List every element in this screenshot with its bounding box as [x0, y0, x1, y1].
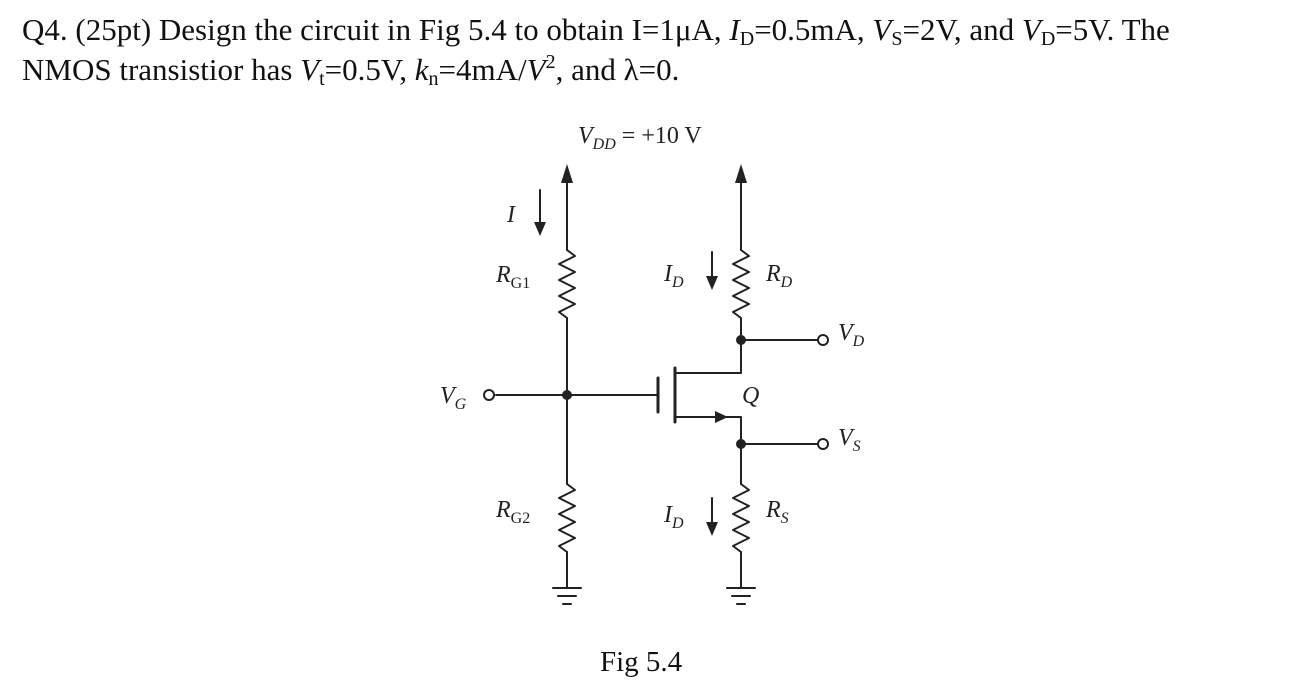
line2-prefix: NMOS transistior has	[22, 52, 301, 87]
drain-stub	[674, 339, 742, 374]
rs-symbol: R	[765, 497, 781, 523]
rg2-subscript: G2	[511, 510, 531, 527]
current-i-label: I	[506, 202, 516, 228]
junction-gate	[562, 390, 572, 400]
rs-label: RS	[765, 497, 789, 527]
figure-caption: Fig 5.4	[600, 646, 683, 678]
terminal-vg	[483, 389, 495, 401]
vdd-value: = +10 V	[616, 123, 703, 149]
question-prefix: Q4. (25pt) Design the circuit in Fig 5.4…	[22, 12, 730, 47]
vd-subscript: D	[1040, 28, 1056, 50]
rg2-label: RG2	[495, 497, 530, 527]
current-arrow-id-bottom-head	[706, 522, 718, 536]
vs-value: =2V, and	[902, 12, 1022, 47]
id-bottom-label: ID	[663, 502, 684, 532]
rs-subscript: S	[781, 510, 789, 527]
vd-subscript: D	[852, 333, 865, 350]
rg1-label: RG1	[495, 262, 530, 292]
question-tail: , and λ=0.	[555, 52, 680, 87]
id-top-label: ID	[663, 261, 684, 291]
source-arrow	[715, 411, 728, 423]
vd-value: =5V. The	[1055, 12, 1170, 47]
junction-source	[736, 439, 746, 449]
id-bottom-subscript: D	[671, 515, 684, 532]
current-arrow-id-top-head	[706, 276, 718, 290]
rd-subscript: D	[780, 274, 793, 291]
rg1-symbol: R	[495, 262, 511, 288]
id-symbol: I	[729, 12, 740, 47]
vd-label: VD	[838, 320, 865, 350]
vs-label: VS	[838, 425, 861, 455]
vdd-symbol: V	[578, 123, 595, 149]
problem-statement: Q4. (25pt) Design the circuit in Fig 5.4…	[22, 10, 1272, 90]
resistor-rd-symbol	[732, 249, 750, 319]
vdd-label: VDD = +10 V	[578, 123, 702, 153]
kn-unit-symbol: V	[526, 52, 546, 87]
vd-symbol: V	[1021, 12, 1041, 47]
resistor-rs-symbol	[732, 483, 750, 553]
vs-subscript: S	[853, 438, 861, 455]
vs-subscript: S	[891, 28, 903, 50]
source-stub	[674, 416, 742, 445]
rd-label: RD	[765, 261, 793, 291]
junction-drain	[736, 335, 746, 345]
rd-symbol: R	[765, 261, 781, 287]
kn-subscript: n	[428, 68, 439, 90]
transistor-q-label: Q	[742, 383, 759, 409]
vs-symbol: V	[872, 12, 892, 47]
resistor-rg2-symbol	[558, 483, 576, 553]
kn-symbol: k	[414, 52, 429, 87]
vt-subscript: t	[319, 68, 325, 90]
id-top-symbol: I	[663, 261, 673, 287]
vg-label: VG	[440, 383, 467, 413]
vdd-arrow-right	[735, 164, 747, 183]
terminal-vd	[817, 334, 829, 346]
vg-symbol: V	[440, 383, 457, 409]
vdd-arrow-left	[561, 164, 573, 183]
id-value: =0.5mA,	[754, 12, 873, 47]
vdd-subscript: DD	[592, 136, 617, 153]
id-bottom-symbol: I	[663, 502, 673, 528]
kn-value: =4mA/	[438, 52, 527, 87]
id-subscript: D	[739, 28, 755, 50]
vt-symbol: V	[300, 52, 320, 87]
terminal-vs	[817, 438, 829, 450]
kn-unit-exponent: 2	[545, 51, 556, 73]
vg-subscript: G	[455, 396, 467, 413]
current-arrow-i-head	[534, 222, 546, 236]
rg2-symbol: R	[495, 497, 511, 523]
id-top-subscript: D	[671, 274, 684, 291]
vs-symbol: V	[838, 425, 855, 451]
vd-symbol: V	[838, 320, 855, 346]
vt-value: =0.5V,	[324, 52, 415, 87]
resistor-rg1-symbol	[558, 249, 576, 319]
rg1-subscript: G1	[511, 275, 531, 292]
